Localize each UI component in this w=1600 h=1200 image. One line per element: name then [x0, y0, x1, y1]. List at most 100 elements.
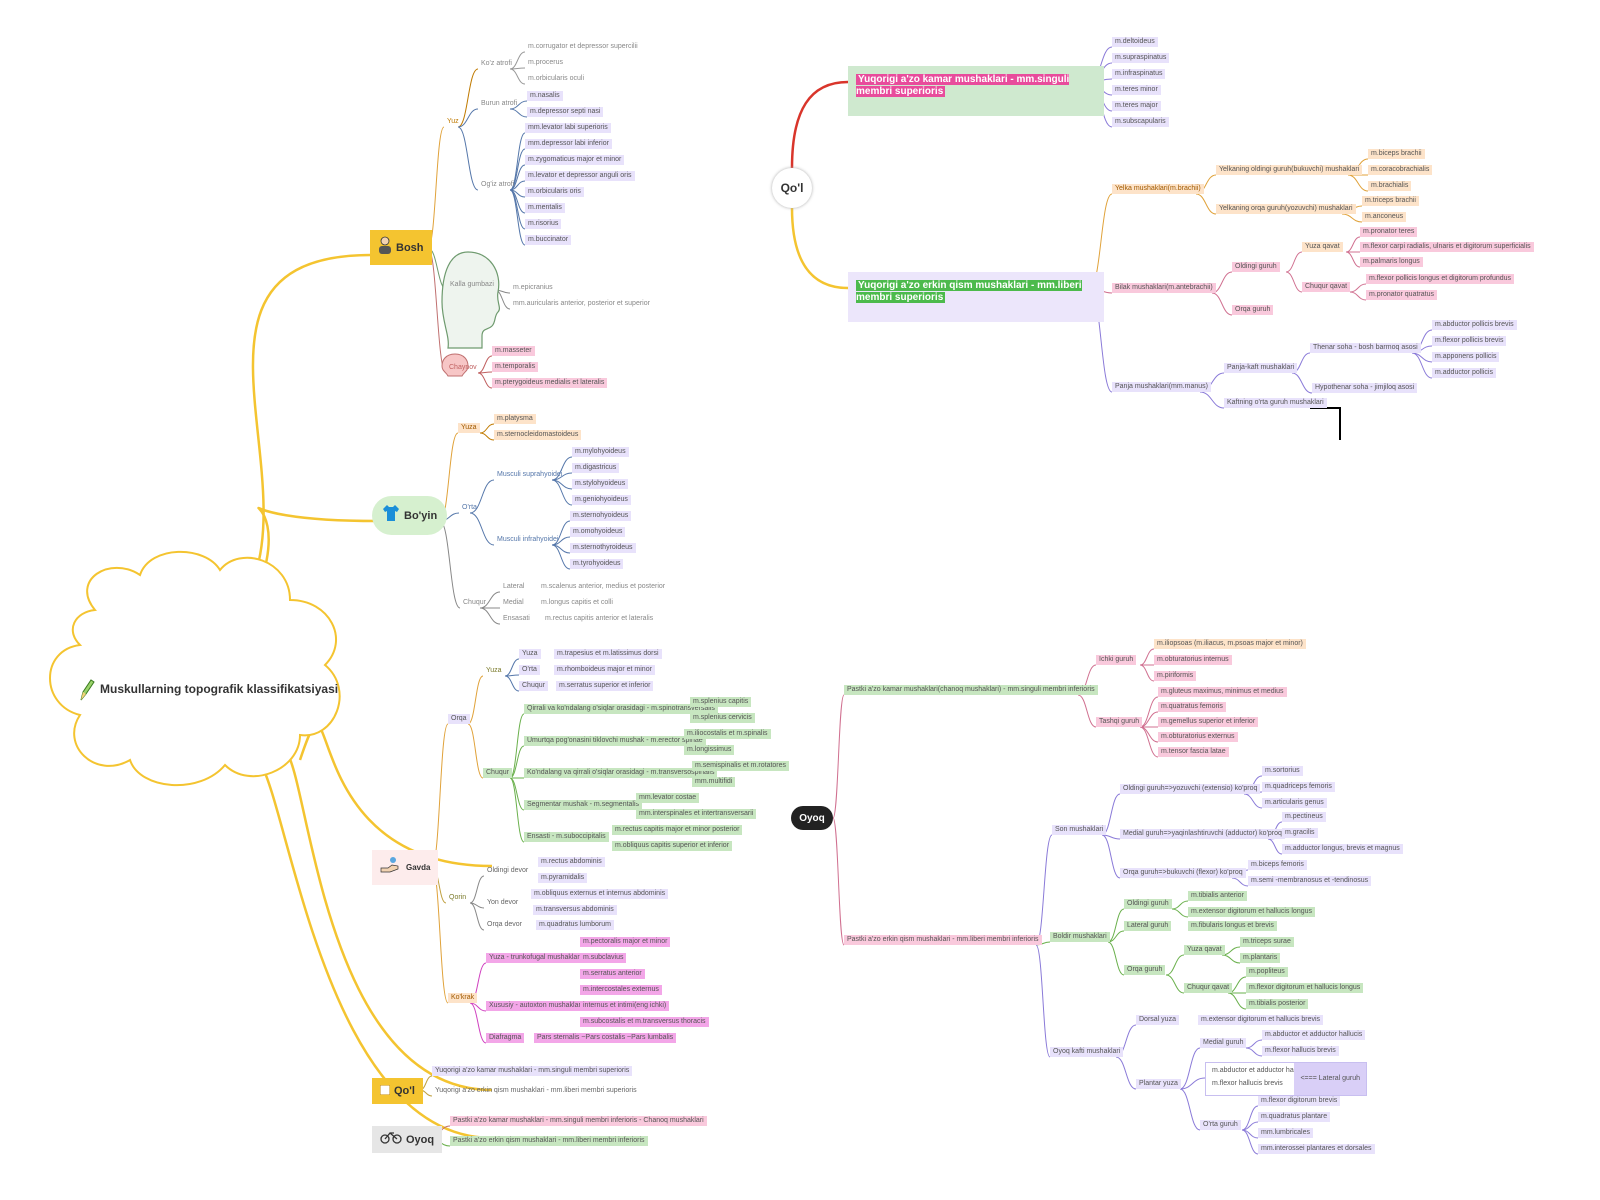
branch-label[interactable]: m.subscapularis — [1112, 117, 1169, 127]
branch-label[interactable]: Ichki guruh — [1096, 655, 1137, 665]
branch-label[interactable]: Yuz — [447, 118, 459, 125]
branch-label[interactable]: m.adductor longus, brevis et magnus — [1282, 844, 1403, 854]
branch-label[interactable]: Pastki a'zo erkin qism mushaklari - mm.l… — [844, 935, 1042, 945]
branch-label[interactable]: m.biceps femoris — [1248, 860, 1307, 870]
branch-label[interactable]: Oyoq kafti mushaklari — [1050, 1047, 1124, 1057]
branch-label[interactable]: mm.depressor labi inferior — [525, 139, 612, 149]
branch-label[interactable]: mm.levator labi superioris — [525, 123, 611, 133]
branch-label[interactable]: m.orbicularis oris — [525, 187, 584, 197]
branch-label[interactable]: m.transversus abdominis — [533, 905, 617, 915]
branch-label[interactable]: m.deltoideus — [1112, 37, 1158, 47]
branch-label[interactable]: Qorin — [449, 894, 467, 901]
branch-label[interactable]: m.geniohyoideus — [572, 495, 631, 505]
branch-label[interactable]: Kaftning o'rta guruh mushaklari — [1224, 398, 1327, 408]
branch-label[interactable]: m.brachialis — [1368, 181, 1412, 191]
branch-label[interactable]: Pars sternalis ~Pars costalis ~Pars lumb… — [534, 1033, 677, 1043]
branch-label[interactable]: m.epicranius — [513, 284, 553, 291]
branch-label[interactable]: m.procerus — [528, 59, 564, 66]
branch-label[interactable]: m.obliquus externus et internus abdomini… — [531, 889, 669, 899]
branch-label[interactable]: m.obliquus capitis superior et inferior — [612, 841, 732, 851]
branch-label[interactable]: m.anconeus — [1362, 212, 1407, 222]
branch-label[interactable]: m.omohyoideus — [570, 527, 626, 537]
branch-label[interactable]: internus et intimi(eng ichki) — [580, 1001, 670, 1011]
branch-label[interactable]: m.triceps brachii — [1362, 196, 1419, 206]
branch-label[interactable]: m.articularis genus — [1262, 798, 1327, 808]
branch-label[interactable]: Ko'ndalang va qirrali o'siqlar orasidagi… — [524, 768, 718, 778]
branch-label[interactable]: O'rta — [519, 665, 540, 675]
branch-label[interactable]: Orqa — [448, 714, 470, 724]
branch-label[interactable]: Orqa guruh — [1124, 965, 1166, 975]
branch-label[interactable]: m.gracilis — [1282, 828, 1318, 838]
category-boyin[interactable]: Bo'yin — [372, 496, 448, 535]
branch-label[interactable]: m.rectus capitis major et minor posterio… — [612, 825, 743, 835]
branch-label[interactable]: Pastki a'zo kamar mushaklari - mm.singul… — [450, 1116, 707, 1126]
branch-label[interactable]: Chuqur qavat — [1302, 282, 1351, 292]
branch-label[interactable]: Orqa guruh — [1232, 305, 1274, 315]
category-bosh[interactable]: Bosh — [370, 230, 432, 265]
branch-label[interactable]: m.flexor pollicis longus et digitorum pr… — [1366, 274, 1515, 284]
branch-label[interactable]: m.sternohyoideus — [570, 511, 632, 521]
branch-label[interactable]: mm.interspinales et intertransversarii — [636, 809, 757, 819]
branch-label[interactable]: Oldingi guruh — [1232, 262, 1280, 272]
branch-label[interactable]: m.platysma — [494, 414, 536, 424]
branch-label[interactable]: m.popliteus — [1246, 967, 1288, 977]
branch-label[interactable]: Yuza — [519, 649, 541, 659]
branch-label[interactable]: Pastki a'zo kamar mushaklari(chanoq mush… — [844, 685, 1098, 695]
branch-label[interactable]: m.mylohyoideus — [572, 447, 629, 457]
branch-label[interactable]: m.stylohyoideus — [572, 479, 629, 489]
branch-label[interactable]: Yelkaning oldingi guruh(bukuvchi) mushak… — [1216, 165, 1363, 175]
branch-label[interactable]: m.semi -membranosus et -tendinosus — [1248, 876, 1372, 886]
branch-label[interactable]: mm.auricularis anterior, posterior et su… — [513, 300, 650, 307]
branch-label[interactable]: m.splenius capitis — [690, 697, 752, 707]
branch-label[interactable]: m.corrugator et depressor supercilii — [528, 43, 638, 50]
branch-label[interactable]: m.pectoralis major et minor — [580, 937, 671, 947]
branch-label[interactable]: Ensasati — [503, 615, 530, 622]
branch-label[interactable]: Thenar soha - bosh barmoq asosi — [1310, 343, 1421, 353]
branch-label[interactable]: m.abductor pollicis brevis — [1432, 320, 1517, 330]
branch-label[interactable]: Xususiy - autoxton mushaklar — [486, 1001, 584, 1011]
branch-label[interactable]: m.sternocleidomastoideus — [494, 430, 582, 440]
branch-label[interactable]: Panja mushaklari(mm.manus) — [1112, 382, 1211, 392]
branch-label[interactable]: Chuqur — [463, 599, 486, 606]
branch-label[interactable]: m.pronator quatratus — [1366, 290, 1437, 300]
branch-label[interactable]: m.flexor digitorum et hallucis longus — [1246, 983, 1364, 993]
branch-label[interactable]: m.trapesius et m.latissimus dorsi — [554, 649, 662, 659]
branch-label[interactable]: m.tibialis posterior — [1246, 999, 1309, 1009]
branch-label[interactable]: m.longissimus — [684, 745, 735, 755]
branch-label[interactable]: m.iliopsoas (m.iliacus, m.psoas major et… — [1154, 639, 1306, 649]
branch-label[interactable]: Oldingi devor — [487, 867, 529, 874]
branch-label[interactable]: m.flexor digitorum brevis — [1258, 1096, 1341, 1106]
branch-label[interactable]: m.coracobrachialis — [1368, 165, 1433, 175]
branch-label[interactable]: Qirrali va ko'ndalang o'siqlar orasidagi… — [524, 704, 718, 714]
branch-label[interactable]: Yuqorigi a'zo kamar mushaklari - mm.sing… — [432, 1066, 633, 1076]
branch-label[interactable]: m.depressor septi nasi — [527, 107, 604, 117]
branch-label[interactable]: mm.levator costae — [636, 793, 700, 803]
branch-label[interactable]: m.splenius cervicis — [690, 713, 755, 723]
branch-label[interactable]: m.pyramidalis — [538, 873, 588, 883]
branch-label[interactable]: Yuqorigi a'zo erkin qism mushaklari - mm… — [435, 1087, 637, 1094]
branch-label[interactable]: Orqa devor — [487, 921, 523, 928]
branch-label[interactable]: Diafragma — [486, 1033, 525, 1043]
branch-label[interactable]: m.pterygoideus medialis et lateralis — [492, 378, 608, 388]
branch-label[interactable]: m.tyrohyoideus — [570, 559, 624, 569]
branch-label[interactable]: m.serratus superior et inferior — [556, 681, 654, 691]
branch-label[interactable]: m.subcostalis et m.transversus thoracis — [580, 1017, 709, 1027]
branch-label[interactable]: m.extensor digitorum et hallucis brevis — [1198, 1015, 1324, 1025]
branch-label[interactable]: m.buccinator — [525, 235, 572, 245]
branch-label[interactable]: m.quadriceps femoris — [1262, 782, 1335, 792]
branch-label[interactable]: m.quadratus plantare — [1258, 1112, 1331, 1122]
branch-label[interactable]: m.plantaris — [1240, 953, 1281, 963]
branch-label[interactable]: Yelkaning orqa guruh(yozuvchi) mushaklar… — [1216, 204, 1356, 214]
branch-label[interactable]: m.quatratus femoris — [1158, 702, 1226, 712]
branch-label[interactable]: Ensasti - m.suboccipitalis — [524, 832, 609, 842]
branch-label[interactable]: m.palmaris longus — [1360, 257, 1423, 267]
branch-label[interactable]: Musculi suprahyoidei — [497, 471, 563, 478]
category-gavda[interactable]: Gavda — [372, 850, 439, 885]
branch-label[interactable]: Lateral guruh — [1124, 921, 1172, 931]
qol-detail-node[interactable]: Qo'l — [772, 168, 812, 208]
branch-label[interactable]: Ko'z atrofi — [481, 60, 512, 67]
branch-label[interactable]: Chuqur — [519, 681, 548, 691]
branch-label[interactable]: m.risorius — [525, 219, 562, 229]
branch-label[interactable]: m.digastricus — [572, 463, 620, 473]
branch-label[interactable]: m.flexor carpi radialis, ulnaris et digi… — [1360, 242, 1534, 252]
